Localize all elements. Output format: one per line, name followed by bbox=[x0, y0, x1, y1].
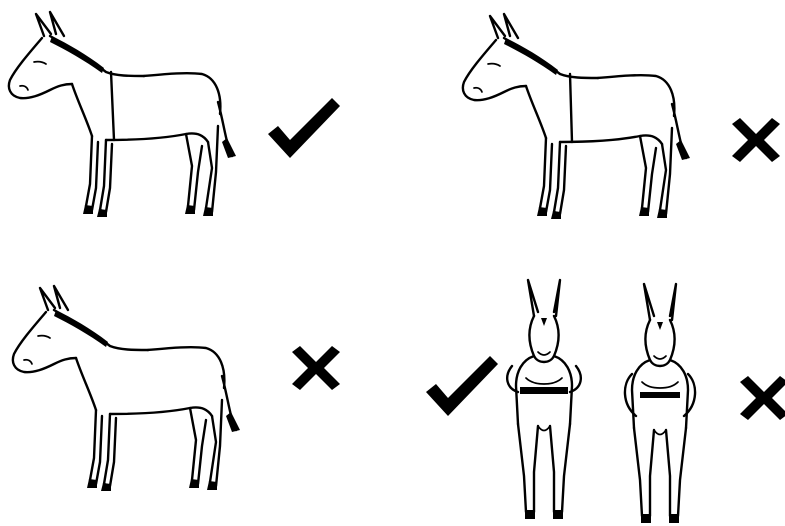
girth-strap bbox=[520, 387, 568, 394]
checkmark-icon bbox=[268, 98, 340, 158]
donkey-side-drawing bbox=[463, 14, 690, 219]
donkey-front-drawing-incorrect bbox=[625, 284, 695, 523]
cross-icon bbox=[740, 376, 785, 420]
donkey-side-drawing bbox=[9, 12, 236, 217]
cross-icon bbox=[732, 118, 780, 162]
donkey-front-drawing-correct bbox=[507, 280, 581, 519]
front-view-panel bbox=[426, 280, 785, 523]
girth-strap bbox=[570, 74, 572, 142]
donkey-side-drawing bbox=[13, 286, 240, 491]
side-correct-panel bbox=[9, 12, 340, 217]
side-no-girth-panel bbox=[13, 286, 340, 491]
girth-strap bbox=[111, 72, 114, 140]
side-incorrect-panel bbox=[463, 14, 780, 219]
girth-strap bbox=[640, 392, 680, 398]
checkmark-icon bbox=[426, 356, 498, 416]
cross-icon bbox=[292, 346, 340, 390]
